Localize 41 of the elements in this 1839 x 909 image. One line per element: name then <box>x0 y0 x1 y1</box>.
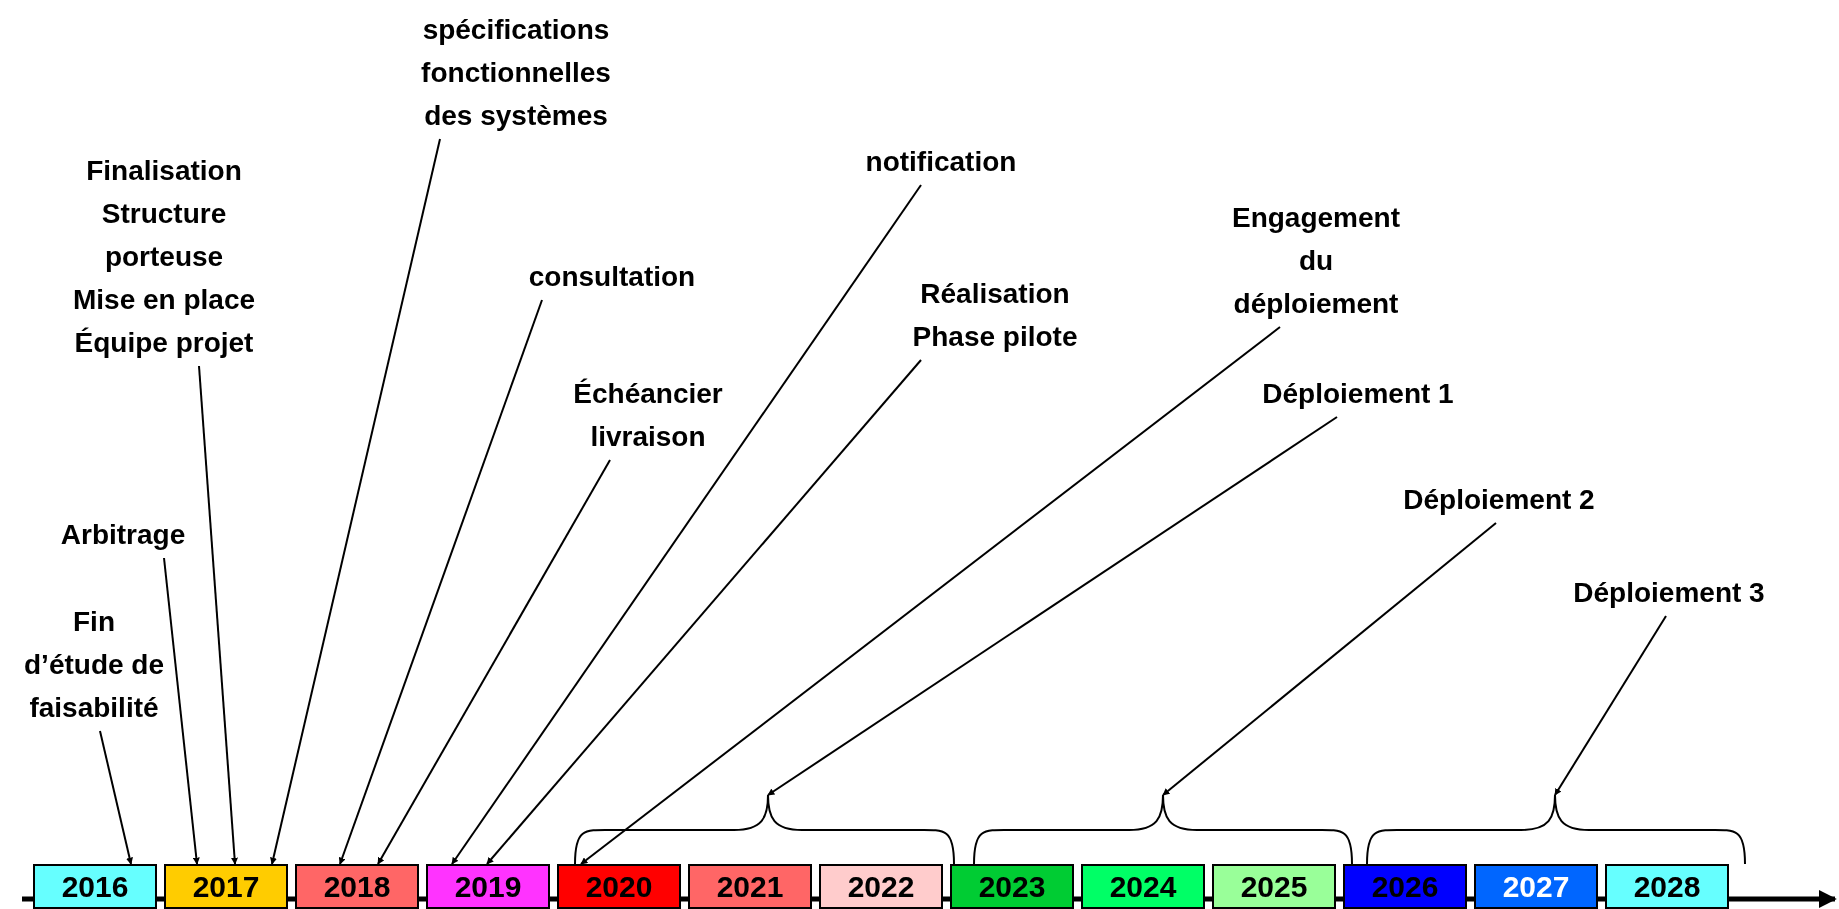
milestone-label: Réalisation Phase pilote <box>885 272 1105 358</box>
curly-brace <box>574 794 955 865</box>
milestone-label: Arbitrage <box>38 513 208 556</box>
milestone-label: Échéancier livraison <box>548 372 748 458</box>
year-box: 2025 <box>1212 864 1336 909</box>
milestone-label: Mise en place Équipe projet <box>71 283 257 360</box>
milestone-label: spécifications fonctionnelles des systèmes <box>396 8 636 137</box>
year-box: 2021 <box>688 864 812 909</box>
year-box: 2028 <box>1605 864 1729 909</box>
leader-arrow <box>270 138 441 865</box>
milestone-label: Déploiement 1 <box>1218 372 1498 415</box>
leader-arrow <box>198 365 239 865</box>
year-box: 2022 <box>819 864 943 909</box>
year-box: 2016 <box>33 864 157 909</box>
leader-arrow <box>580 326 1281 865</box>
leader-arrow <box>163 557 200 865</box>
year-box: 2026 <box>1343 864 1467 909</box>
year-box: 2018 <box>295 864 419 909</box>
curly-brace <box>1366 794 1746 865</box>
milestone-label: Déploiement 3 <box>1529 571 1809 614</box>
leader-arrow <box>1162 522 1497 796</box>
milestone-label: notification <box>821 140 1061 183</box>
year-box: 2023 <box>950 864 1074 909</box>
year-box: 2017 <box>164 864 288 909</box>
leader-arrow <box>767 416 1338 796</box>
milestone-label: Engagement du déploiement <box>1221 196 1411 325</box>
year-box: 2027 <box>1474 864 1598 909</box>
milestone-label: consultation <box>492 255 732 298</box>
milestone-label: Fin d’étude de faisabilité <box>24 600 164 729</box>
leader-arrow <box>338 299 543 865</box>
leader-arrow <box>377 459 611 865</box>
curly-brace <box>973 794 1353 865</box>
leader-arrow <box>1554 615 1667 796</box>
year-box: 2019 <box>426 864 550 909</box>
year-box: 2024 <box>1081 864 1205 909</box>
leader-arrow <box>99 730 133 865</box>
leader-arrow <box>451 184 922 865</box>
year-box: 2020 <box>557 864 681 909</box>
leader-arrow <box>486 359 922 865</box>
milestone-label: Déploiement 2 <box>1359 478 1639 521</box>
milestone-label: Finalisation Structure porteuse <box>85 154 243 274</box>
